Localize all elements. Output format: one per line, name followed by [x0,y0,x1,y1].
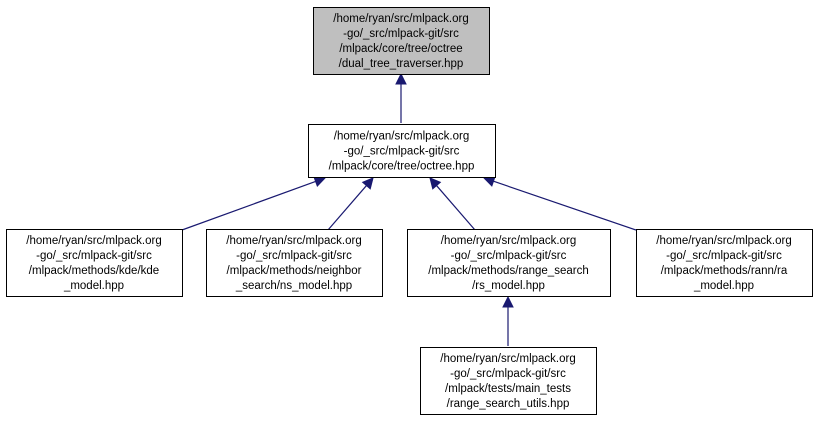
edge-line [493,180,637,231]
node-label-line: /rs_model.hpp [472,280,545,292]
arrowhead [395,72,407,85]
node-label-line: _model.hpp [63,280,124,292]
edge-octree-to-dual_tree_traverser [395,72,407,123]
node-label-line: -go/_src/mlpack-git/src [236,250,352,262]
node-label-line: -go/_src/mlpack-git/src [666,250,782,262]
edge-rs_model-to-octree [429,177,476,231]
edge-line [436,185,476,231]
node-kde-model[interactable]: /home/ryan/src/mlpack.org -go/_src/mlpack… [6,229,183,297]
node-label-line: -go/_src/mlpack-git/src [450,368,566,380]
node-label-line: /mlpack/methods/rann/ra [661,265,788,277]
node-octree[interactable]: /home/ryan/src/mlpack.org -go/_src/mlpack… [308,124,496,178]
node-label-line: /mlpack/tests/main_tests [445,383,571,395]
node-label-line: _model.hpp [693,280,754,292]
node-label-line: -go/_src/mlpack-git/src [343,28,459,40]
node-label-line: /mlpack/core/tree/octree [339,43,462,55]
node-box [636,229,813,297]
node-label-line: /range_search_utils.hpp [447,398,570,410]
edge-line [181,180,316,231]
arrowhead [429,177,442,190]
node-label-line: _search/ns_model.hpp [235,280,352,292]
edges-layer [181,72,637,346]
node-label-line: /mlpack/methods/range_search [428,265,588,277]
arrowhead [313,176,327,188]
node-label-line: /home/ryan/src/mlpack.org [656,235,792,247]
node-box [6,229,183,297]
node-label-line: /home/ryan/src/mlpack.org [441,235,577,247]
node-label-line: /dual_tree_traverser.hpp [339,58,464,70]
edge-ns_model-to-octree [327,177,374,231]
node-box [313,7,490,75]
arrowhead [502,295,514,308]
arrowhead [361,177,374,190]
node-label-line: /mlpack/core/tree/octree.hpp [329,161,475,173]
node-box [308,124,496,178]
edge-kde_model-to-octree [181,176,327,231]
node-ra-model[interactable]: /home/ryan/src/mlpack.org -go/_src/mlpack… [636,229,813,297]
node-dual-tree-traverser: /home/ryan/src/mlpack.org -go/_src/mlpack… [313,7,490,75]
node-box [420,347,597,415]
node-box [206,229,383,297]
node-label-line: /home/ryan/src/mlpack.org [440,353,576,365]
node-rs-model[interactable]: /home/ryan/src/mlpack.org -go/_src/mlpack… [407,229,611,297]
node-label-line: /mlpack/methods/kde/kde [29,265,159,277]
node-label-line: /home/ryan/src/mlpack.org [26,235,162,247]
node-label-line: -go/_src/mlpack-git/src [36,250,152,262]
node-label-line: /mlpack/methods/neighbor [227,265,362,277]
node-label-line: /home/ryan/src/mlpack.org [226,235,362,247]
node-range-search-utils[interactable]: /home/ryan/src/mlpack.org -go/_src/mlpack… [420,347,597,415]
nodes-layer: /home/ryan/src/mlpack.org -go/_src/mlpack… [6,7,813,415]
node-label-line: -go/_src/mlpack-git/src [451,250,567,262]
edge-ra_model-to-octree [482,175,637,231]
node-label-line: /home/ryan/src/mlpack.org [333,13,469,25]
node-label-line: -go/_src/mlpack-git/src [344,146,460,158]
node-ns-model[interactable]: /home/ryan/src/mlpack.org -go/_src/mlpack… [206,229,383,297]
edge-line [327,185,367,231]
node-box [407,229,611,297]
node-label-line: /home/ryan/src/mlpack.org [334,131,470,143]
edge-range_search_utils-to-rs_model [502,295,514,346]
